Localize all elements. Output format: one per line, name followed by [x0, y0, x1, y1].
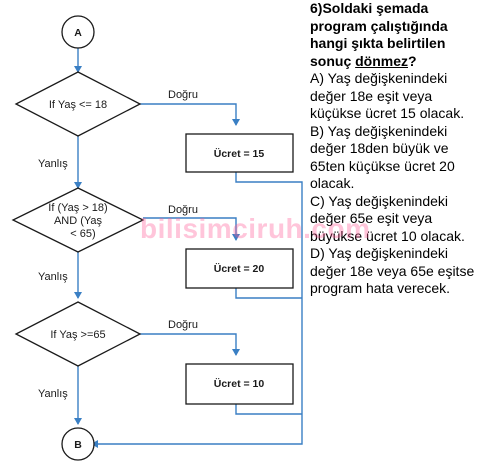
question-title-end: ?	[408, 52, 417, 69]
process-2-box	[185, 248, 294, 289]
line-d3-yes	[140, 333, 240, 356]
decision-2-label-line3: < 65)	[70, 228, 95, 240]
no-label-1: Yanlış	[38, 158, 68, 170]
end-connector-label: B	[74, 439, 82, 451]
line-p2-merge	[235, 288, 302, 299]
end-connector	[61, 427, 95, 461]
start-connector	[61, 15, 95, 49]
yes-label-1: Doğru	[168, 89, 198, 101]
decision-1-label: If Yaş <= 18	[49, 99, 107, 111]
no-label-3: Yanlış	[38, 388, 68, 400]
yes-label-3: Doğru	[168, 319, 198, 331]
flowchart: A If Yaş <= 18 Ücret = 15 If (Yaş > 18) …	[11, 15, 303, 461]
decision-3-label: If Yaş >=65	[50, 329, 105, 341]
process-3-label: Ücret = 10	[214, 377, 265, 390]
decision-1-shape	[14, 71, 142, 137]
option-c: C) Yaş değişkenindeki değer 65e eşit vey…	[310, 192, 465, 244]
yes-label-2: Doğru	[168, 204, 198, 216]
flow-lines	[74, 48, 303, 448]
start-connector-label: A	[74, 27, 82, 39]
decision-2-label-line2: AND (Yaş	[54, 215, 103, 227]
decision-3-shape	[14, 301, 142, 367]
question-panel: 6)Soldaki şemada program çalıştığında ha…	[310, 0, 480, 298]
line-p1-merge	[91, 172, 303, 448]
no-label-2: Yanlış	[38, 271, 68, 283]
line-d1-yes	[140, 103, 240, 126]
line-d2-yes	[143, 217, 240, 241]
decision-2-label-line1: If (Yaş > 18)	[48, 202, 107, 214]
process-1-box	[185, 133, 294, 173]
decision-2-shape	[11, 187, 145, 253]
option-d: D) Yaş değişkenindeki değer 18e veya 65e…	[310, 245, 475, 296]
process-3-box	[185, 363, 294, 405]
question-title: 6)Soldaki şemada program çalıştığında ha…	[310, 0, 480, 70]
option-b: B) Yaş değişkenindeki değer 18den büyük …	[310, 122, 455, 192]
question-title-text: 6)Soldaki şemada program çalıştığında ha…	[310, 0, 448, 69]
process-2-label: Ücret = 20	[214, 262, 265, 275]
line-p3-merge	[235, 404, 302, 415]
process-1-label: Ücret = 15	[214, 147, 265, 160]
question-title-underlined: dönmez	[355, 52, 409, 69]
option-a: A) Yaş değişkenindeki değer 18e eşit vey…	[310, 70, 465, 121]
